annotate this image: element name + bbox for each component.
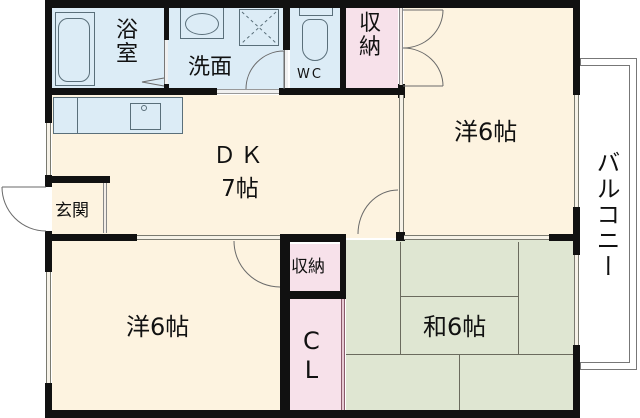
wall-wet-bottom	[45, 88, 217, 95]
wash-basin-icon	[180, 8, 224, 39]
western-room-lower-left	[52, 240, 280, 410]
entrance-door-swing-icon	[1, 186, 47, 232]
western-room-upper-right	[404, 8, 574, 238]
storage-top	[346, 8, 398, 88]
western-lower-left-label: 洋6帖	[126, 313, 190, 341]
tatami-line	[459, 355, 460, 410]
kitchen-counter-divider	[77, 97, 78, 134]
bath-door-swing-icon	[141, 77, 165, 87]
wall-bath-wash	[164, 0, 169, 40]
closet	[290, 299, 342, 410]
entrance	[52, 184, 108, 236]
wall-outer-left	[45, 0, 52, 123]
storage-top-label: 収 納	[359, 11, 382, 60]
wall-outer-right-top	[573, 0, 580, 95]
entrance-label: 玄関	[55, 201, 89, 221]
bathtub-icon	[55, 12, 95, 86]
wall-storage-western	[398, 84, 405, 98]
wall-bath-wash-lower	[164, 84, 169, 92]
wall-outer-bottom	[45, 410, 580, 418]
kitchen-counter	[53, 97, 183, 134]
kitchen-sink	[130, 103, 161, 130]
closet-label: C L	[303, 327, 320, 384]
tatami-line	[400, 242, 401, 355]
bath-room	[52, 8, 164, 90]
wall-outer-right-bottom	[573, 345, 580, 418]
wc-door-swing-icon	[245, 50, 285, 90]
wall-dk-bottom-left	[45, 234, 137, 241]
washroom-label: 洗面	[188, 55, 233, 80]
washroom-door-opening	[217, 89, 279, 94]
storage-small-label: 収納	[291, 257, 325, 277]
sink-drain-icon	[141, 105, 147, 111]
wall-outer-left-entrance2	[45, 231, 52, 272]
storage-double-door-swing-icon	[402, 9, 444, 87]
wall-closet-left	[280, 234, 290, 418]
wall-outer-right-mid	[573, 207, 580, 255]
closet-door[interactable]	[341, 299, 345, 410]
balcony-inner-rail	[580, 65, 630, 363]
wall-closet-right-top	[340, 234, 346, 299]
washing-machine-cross-icon	[241, 11, 277, 44]
balcony-label: バルコニー	[592, 150, 620, 280]
japanese-room-label: 和6帖	[423, 313, 487, 341]
wall-wash-wc	[283, 0, 290, 50]
toilet-bowl-icon	[302, 19, 328, 61]
toilet-tank-icon	[299, 8, 333, 16]
wc-label: WC	[297, 67, 323, 82]
washing-machine-pan-icon	[239, 9, 279, 46]
tatami-line	[518, 242, 519, 355]
japanese-room	[346, 240, 574, 410]
wall-entrance-top	[45, 176, 110, 183]
bath-door	[164, 40, 168, 88]
storage-top-door	[399, 8, 403, 85]
sliding-door-dk-western-lower[interactable]	[137, 235, 280, 240]
wall-outer-left-lower	[45, 383, 52, 418]
dk-label: ＤＫ 7帖	[213, 143, 267, 203]
dk-door-swing-icon	[357, 189, 399, 235]
window-western-right	[574, 95, 579, 208]
bathtub-inner	[58, 18, 90, 82]
tatami-line	[346, 354, 574, 355]
wall-dk-bottom-right	[549, 234, 580, 241]
sliding-door-dk-western[interactable]	[399, 95, 404, 235]
western-upper-right-label: 洋6帖	[454, 118, 518, 146]
window-dk-left	[46, 123, 51, 175]
entrance-step	[103, 183, 107, 233]
wash-basin-bowl	[185, 13, 219, 35]
storage-small	[286, 244, 341, 293]
tatami-line	[401, 296, 519, 297]
wall-outer-top	[45, 0, 580, 8]
wall-wc-storage	[340, 0, 346, 95]
window-western-left	[46, 272, 51, 384]
western-door-swing-icon	[233, 240, 281, 288]
wall-dk-storage	[280, 234, 344, 242]
wall-post-dk-western	[396, 232, 405, 241]
window-japanese-right	[574, 255, 579, 345]
wall-storage-closet	[280, 291, 342, 299]
sliding-door-western-japanese[interactable]	[404, 235, 549, 240]
bath-label: 浴 室	[116, 18, 139, 67]
